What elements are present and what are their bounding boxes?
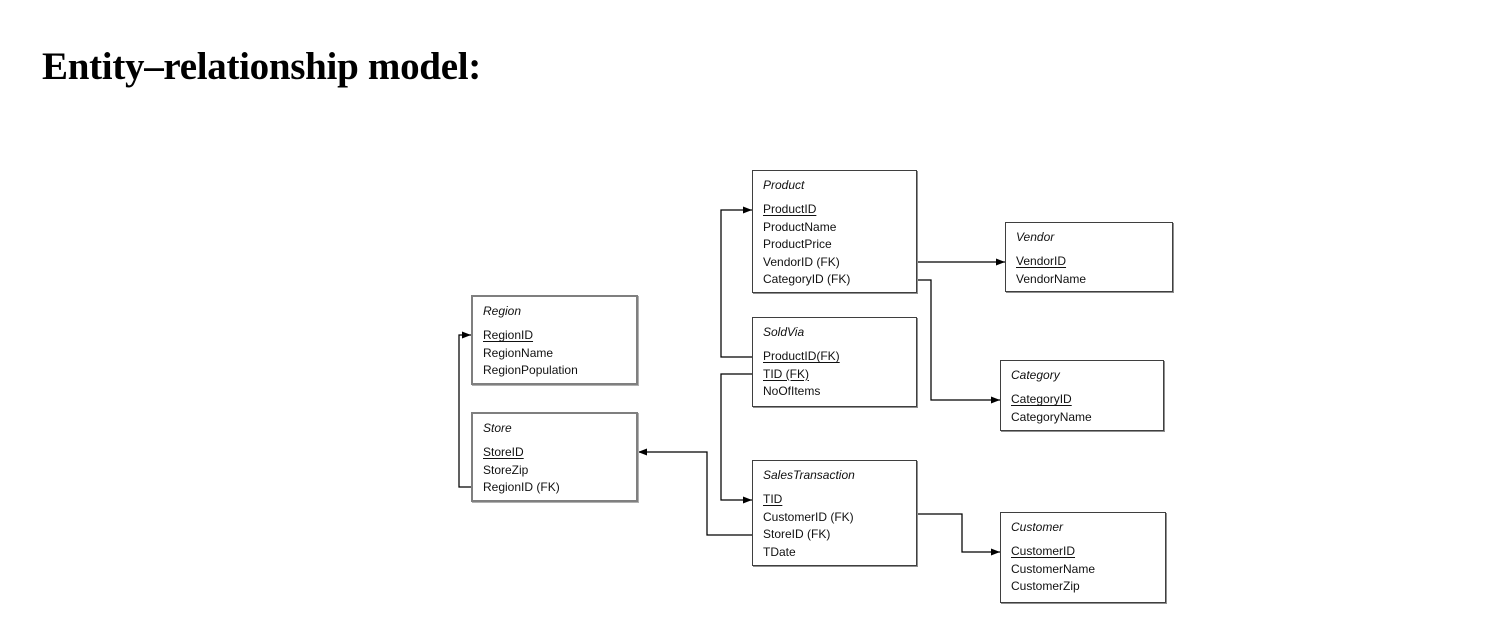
entity-attribute: NoOfItems	[763, 384, 821, 398]
entity-attribute: CategoryName	[1011, 409, 1092, 424]
connector-soldvia-tid-to-salestransaction-tid	[720, 373, 752, 504]
entity-attribute: StoreID (FK)	[763, 527, 831, 541]
connector-salestransaction-storeid-to-store-storeid	[638, 448, 752, 536]
entity-title-category: Category	[1011, 368, 1060, 382]
entity-attribute: ProductID	[763, 202, 817, 216]
entity-attribute: CustomerID (FK)	[763, 509, 854, 524]
entity-attribute: StoreZip	[483, 462, 529, 477]
connector-soldvia-productid-to-product-productid	[720, 206, 752, 358]
entity-attribute: RegionID	[483, 328, 534, 342]
entity-attribute-list: CategoryID CategoryName	[1011, 391, 1163, 426]
entity-title-vendor: Vendor	[1016, 230, 1055, 244]
entity-attribute: StoreID	[483, 445, 524, 459]
entity-attribute: RegionPopulation	[483, 363, 578, 377]
entity-attribute: RegionName	[483, 345, 554, 360]
entity-attribute: TDate	[763, 544, 796, 559]
entity-attribute: CustomerID	[1011, 544, 1076, 558]
entity-attribute: RegionID (FK)	[483, 480, 560, 494]
entity-attribute: ProductID(FK)	[763, 349, 840, 363]
entity-attribute-list: ProductID(FK) TID (FK) NoOfItems	[763, 348, 916, 401]
entity-attribute: CustomerZip	[1011, 579, 1080, 593]
connectors-group	[458, 206, 1005, 556]
entity-attribute-list: TID CustomerID (FK) StoreID (FK) TDate	[763, 491, 916, 561]
entity-attribute: CategoryID (FK)	[763, 272, 851, 286]
entity-attribute: VendorName	[1016, 271, 1087, 286]
connector-store-regionid-to-region-regionid	[458, 331, 471, 488]
connector-salestransaction-customerid-to-customer-customerid	[917, 513, 1000, 556]
page-title: Entity–relationship model:	[42, 45, 481, 88]
entity-attribute: TID	[763, 492, 783, 506]
entity-title-region: Region	[483, 304, 522, 318]
entity-title-salestransaction: SalesTransaction	[763, 468, 855, 482]
entity-attribute: TID (FK)	[763, 366, 809, 381]
entity-attribute: CustomerName	[1011, 561, 1096, 576]
entity-attribute: ProductPrice	[763, 237, 832, 251]
entity-attribute: CategoryID	[1011, 392, 1072, 406]
entity-title-soldvia: SoldVia	[763, 325, 805, 339]
connector-product-categoryid-to-category-categoryid	[917, 279, 1000, 404]
entity-attribute-list: VendorID VendorName	[1016, 253, 1172, 288]
entity-attribute: ProductName	[763, 219, 837, 234]
entity-title-store: Store	[483, 421, 512, 435]
entity-title-product: Product	[763, 178, 805, 192]
entity-title-customer: Customer	[1011, 520, 1064, 534]
entity-attribute: VendorID (FK)	[763, 254, 840, 269]
entity-attribute: VendorID	[1016, 254, 1067, 268]
